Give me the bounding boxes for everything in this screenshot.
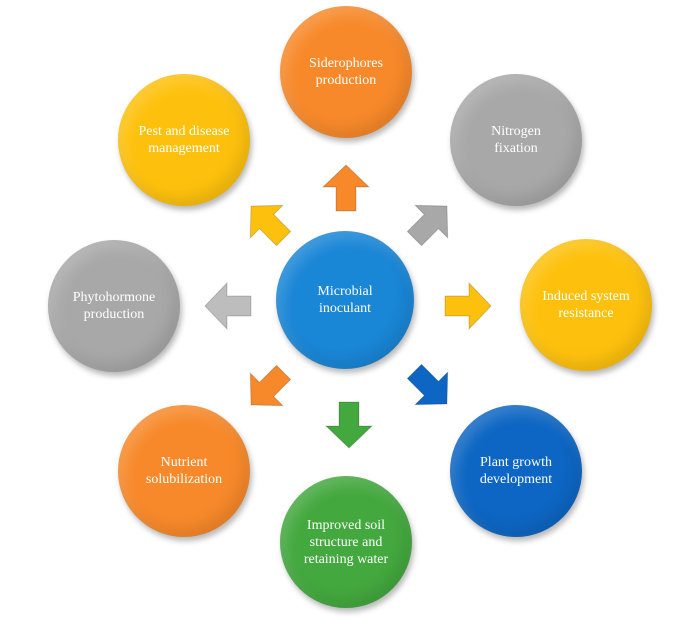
arrow-to-soil [324,401,374,449]
arrow-to-pest [249,204,292,247]
node-label: Nitrogen fixation [491,124,541,156]
node-nutrient-solubilization: Nutrient solubilization [118,405,250,537]
center-node-microbial-inoculant: Microbial inoculant [276,231,414,369]
arrow-to-nitrogen [406,204,449,247]
node-nitrogen-fixation: Nitrogen fixation [450,74,582,206]
node-label: Pest and disease management [138,124,230,156]
arrow-to-phytohormone [204,281,252,331]
node-label: Improved soil structure and retaining wa… [303,517,389,567]
node-label: Phytohormone production [72,290,156,322]
center-node-label: Microbial inoculant [317,284,373,316]
node-label: Induced system resistance [542,289,630,321]
arrow-to-siderophores [321,164,371,212]
node-label: Nutrient solubilization [145,455,223,487]
arrow-to-nutrient [249,364,292,407]
node-pest-and-disease-management: Pest and disease management [118,74,250,206]
node-siderophores-production: Siderophores production [280,6,412,138]
node-improved-soil-structure: Improved soil structure and retaining wa… [280,476,412,608]
node-induced-system-resistance: Induced system resistance [520,239,652,371]
arrow-to-induced [444,281,492,331]
node-label: Siderophores production [309,56,383,88]
arrow-to-plant-growth [406,363,449,406]
node-phytohormone-production: Phytohormone production [48,240,180,372]
node-label: Plant growth development [479,455,553,487]
node-plant-growth-development: Plant growth development [450,405,582,537]
